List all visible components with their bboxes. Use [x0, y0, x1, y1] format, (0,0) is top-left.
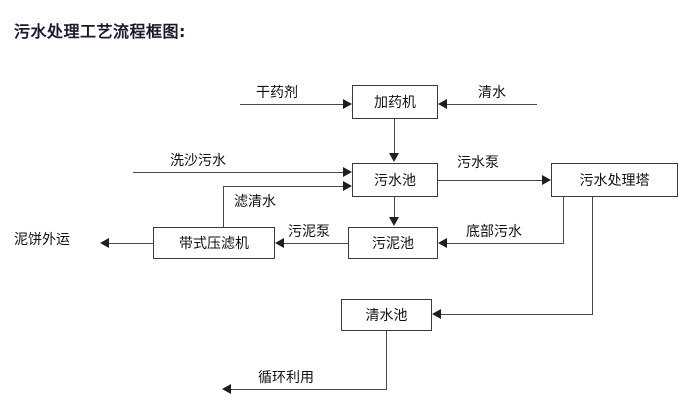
edge-clean-water-line	[447, 104, 537, 105]
edge-sand-washing-line	[133, 172, 344, 173]
edge-bottom-wastewater-dropper	[563, 197, 564, 244]
edge-wastewater-pump-line	[438, 180, 543, 181]
edge-label-mud-cake-transport: 泥饼外运	[14, 232, 70, 248]
edge-recycle-arrowhead	[222, 384, 231, 394]
node-dosing-machine[interactable]: 加药机	[352, 85, 438, 119]
edge-label-sludge-pump: 污泥泵	[288, 224, 330, 240]
edge-dosing-to-wastewater-arrowhead	[389, 153, 399, 162]
edge-sludge-pump-arrowhead	[275, 238, 284, 248]
edge-recycle-dropper	[386, 331, 387, 390]
edge-label-recycle-reuse: 循环利用	[258, 370, 314, 386]
edge-filtered-water-line	[223, 186, 344, 187]
edge-filtered-water-arrowhead	[343, 181, 352, 191]
edge-tower-to-clear-water-dropper	[592, 197, 593, 315]
edge-label-clean-water: 清水	[478, 85, 506, 101]
edge-dry-chemical-line	[240, 104, 344, 105]
edge-sand-washing-arrowhead	[343, 167, 352, 177]
edge-mud-cake-line	[109, 243, 153, 244]
edge-filtered-water-riser	[223, 186, 224, 228]
edge-wastewater-to-sludge-arrowhead	[389, 217, 399, 226]
node-clear-water-pool[interactable]: 清水池	[341, 299, 432, 331]
node-belt-filter-press[interactable]: 带式压滤机	[153, 227, 275, 259]
edge-dry-chemical-arrowhead	[343, 99, 352, 109]
edge-label-dry-chemical: 干药剂	[256, 85, 298, 101]
node-sludge-pool[interactable]: 污泥池	[348, 227, 438, 259]
edge-mud-cake-arrowhead	[100, 238, 109, 248]
edge-label-bottom-wastewater: 底部污水	[466, 224, 522, 240]
edge-tower-to-clear-water-line	[441, 314, 593, 315]
edge-wastewater-to-sludge-line	[394, 197, 395, 218]
page-title: 污水处理工艺流程框图:	[14, 22, 186, 41]
edge-bottom-wastewater-line	[447, 243, 564, 244]
node-wastewater-pool[interactable]: 污水池	[352, 163, 438, 197]
edge-sludge-pump-line	[284, 243, 348, 244]
edge-dosing-to-wastewater-line	[394, 119, 395, 154]
edge-recycle-line	[231, 389, 387, 390]
edge-tower-to-clear-water-arrowhead	[432, 309, 441, 319]
edge-label-sand-washing-wastewater: 洗沙污水	[170, 153, 226, 169]
edge-label-wastewater-pump: 污水泵	[457, 155, 499, 171]
node-treatment-tower[interactable]: 污水处理塔	[551, 163, 678, 197]
edge-clean-water-arrowhead	[438, 99, 447, 109]
edge-bottom-wastewater-arrowhead	[438, 238, 447, 248]
edge-label-filtered-clear-water: 滤清水	[234, 194, 276, 210]
edge-wastewater-pump-arrowhead	[542, 175, 551, 185]
